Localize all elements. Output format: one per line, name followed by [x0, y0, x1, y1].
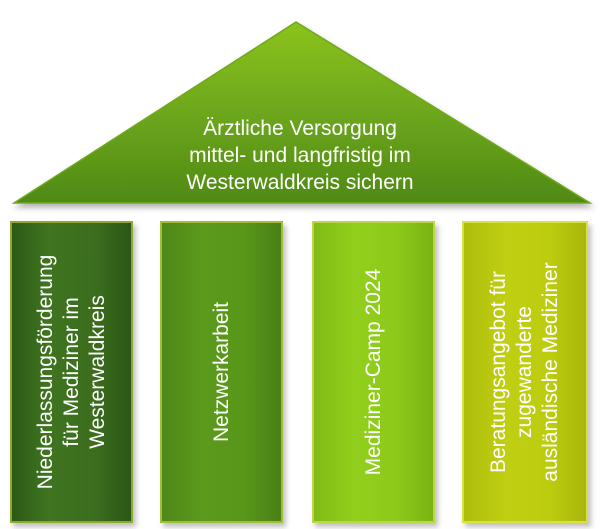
- pillar-label: Netzwerkarbeit: [209, 226, 235, 518]
- pillar-label-line: für Mediziner im: [59, 297, 83, 447]
- pillar-label-line: Beratungsangebot für: [487, 271, 510, 473]
- pillar-label-line: ausländische Mediziner: [539, 262, 562, 482]
- pillar-label-line: zugewanderte: [513, 306, 536, 438]
- roof-triangle: [11, 21, 593, 204]
- pillar-label-line: Netzwerkarbeit: [209, 301, 233, 443]
- pillar-mediziner-camp: Mediziner-Camp 2024: [312, 221, 435, 523]
- roof-title-line-2: mittel- und langfristig im: [189, 144, 411, 167]
- pillar-label: Niederlassungsförderung für Mediziner im…: [33, 226, 111, 518]
- pillar-niederlassungsfoerderung: Niederlassungsförderung für Mediziner im…: [10, 221, 133, 523]
- roof-title: Ärztliche Versorgung mittel- und langfri…: [150, 115, 450, 196]
- pillar-label: Mediziner-Camp 2024: [361, 226, 387, 518]
- pillar-beratungsangebot: Beratungsangebot für zugewanderte auslän…: [462, 221, 588, 523]
- roof-shape: [11, 21, 593, 204]
- pillar-netzwerkarbeit: Netzwerkarbeit: [160, 221, 283, 523]
- pillar-label-line: Niederlassungsförderung: [33, 254, 57, 490]
- pillar-label-line: Mediziner-Camp 2024: [361, 268, 385, 476]
- roof-title-line-3: Westerwaldkreis sichern: [186, 171, 414, 194]
- pillar-label: Beratungsangebot für zugewanderte auslän…: [486, 226, 564, 518]
- roof-title-line-1: Ärztliche Versorgung: [203, 117, 397, 140]
- pillar-label-line: Westerwaldkreis: [85, 295, 109, 449]
